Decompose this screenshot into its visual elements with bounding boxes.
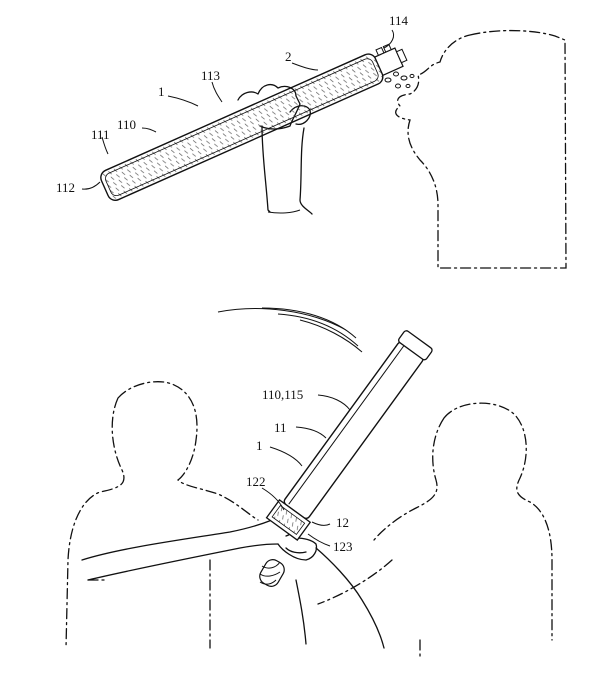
bottom-figure: 110,115 11 1 122 12 123 bbox=[65, 307, 553, 661]
motion-lines bbox=[217, 307, 363, 353]
label-111: 111 bbox=[91, 127, 110, 142]
label-123: 123 bbox=[333, 539, 353, 554]
label-110-115: 110,115 bbox=[262, 387, 303, 402]
label-114: 114 bbox=[389, 13, 409, 28]
top-person-silhouette bbox=[395, 29, 567, 269]
top-droplets bbox=[384, 71, 415, 89]
label-12: 12 bbox=[336, 515, 349, 530]
bottom-hand-handle bbox=[259, 511, 318, 587]
label-2: 2 bbox=[285, 49, 292, 64]
bottom-tube bbox=[265, 330, 433, 541]
label-1-top: 1 bbox=[158, 84, 165, 99]
label-113: 113 bbox=[201, 68, 220, 83]
label-110: 110 bbox=[117, 117, 136, 132]
left-person-silhouette bbox=[65, 381, 259, 649]
top-tube bbox=[100, 43, 408, 201]
label-112: 112 bbox=[56, 180, 75, 195]
label-11: 11 bbox=[274, 420, 287, 435]
top-arm bbox=[261, 125, 313, 215]
label-122: 122 bbox=[246, 474, 266, 489]
top-figure: 114 2 113 1 110 111 112 bbox=[56, 13, 567, 269]
label-1-bottom: 1 bbox=[256, 438, 263, 453]
right-person-silhouette bbox=[317, 402, 553, 661]
